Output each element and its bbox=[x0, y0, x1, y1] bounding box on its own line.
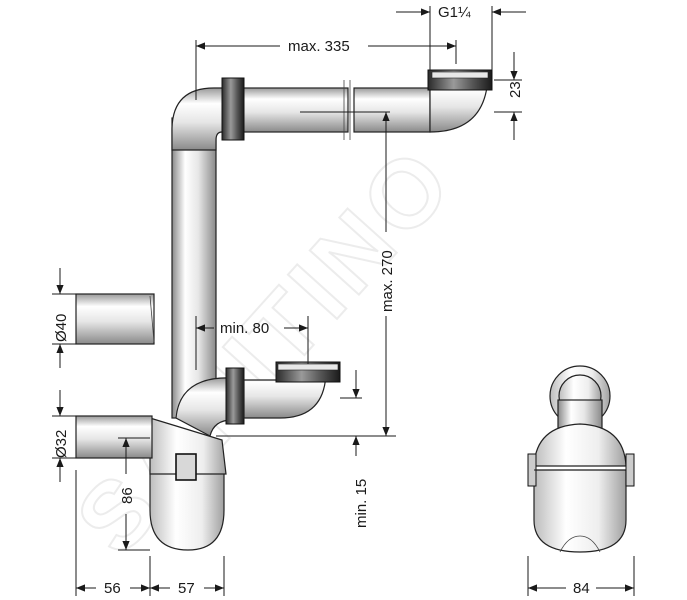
dim-flange-height: 23 bbox=[507, 81, 524, 98]
overflow-assembly bbox=[175, 361, 341, 437]
dim-offset-min: min. 80 bbox=[220, 320, 269, 337]
dim-pipe-d40: Ø40 bbox=[53, 314, 70, 342]
dim-height-max: max. 270 bbox=[379, 250, 396, 312]
dim-pipe-d32: Ø32 bbox=[53, 430, 70, 458]
dim-depth-min: min. 15 bbox=[353, 479, 370, 528]
dim-width-57: 57 bbox=[178, 580, 195, 597]
watermark-text: SANITINO bbox=[56, 126, 475, 574]
dim-top-width: max. 335 bbox=[288, 38, 350, 55]
upper-pipe bbox=[171, 69, 493, 419]
dim-side-width: 84 bbox=[573, 580, 590, 597]
trap-body bbox=[75, 293, 227, 551]
dim-thread: G1¼ bbox=[438, 4, 471, 21]
dim-width-56: 56 bbox=[104, 580, 121, 597]
dim-trap-height: 86 bbox=[119, 487, 136, 504]
side-view bbox=[527, 365, 635, 553]
